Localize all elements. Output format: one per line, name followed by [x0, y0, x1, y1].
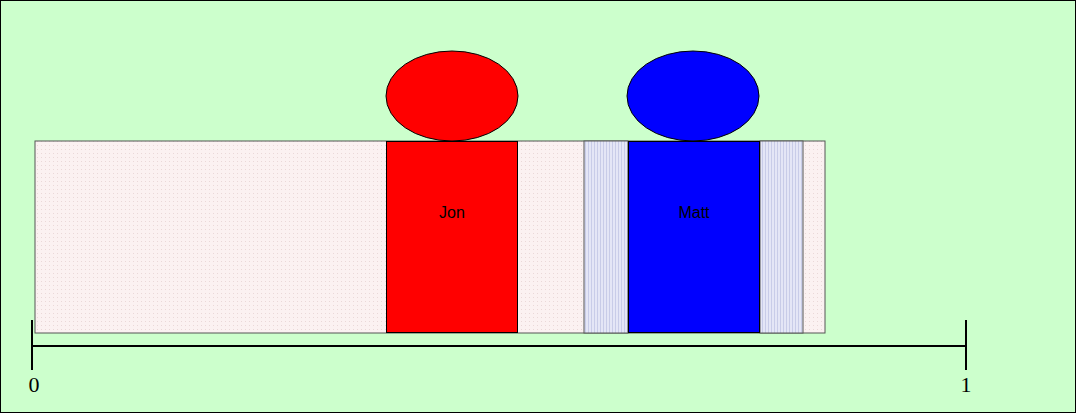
person-name: Jon [439, 204, 465, 222]
head [627, 51, 759, 141]
tick [965, 320, 967, 370]
axis-label: 0 [29, 372, 40, 398]
person-body: Matt [628, 141, 760, 333]
striped-band [584, 141, 628, 333]
axis-label: 1 [961, 372, 972, 398]
tick [31, 320, 33, 370]
interval-bar [35, 141, 825, 333]
striped-band [760, 141, 803, 333]
head [386, 51, 518, 141]
number-line [32, 345, 966, 347]
person-body: Jon [386, 141, 518, 333]
person-name: Matt [678, 204, 709, 222]
